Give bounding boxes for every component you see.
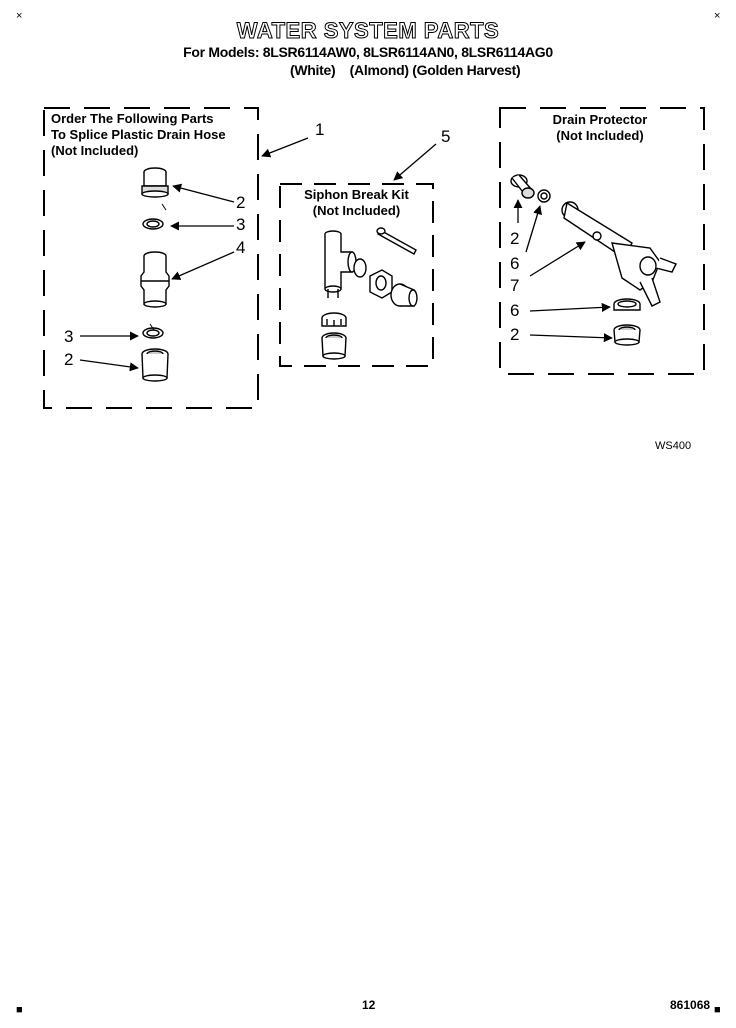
siphon-tee [324,230,357,298]
drain-header-line2: (Not Included) [556,128,644,143]
siphon-box-header: Siphon Break Kit (Not Included) [280,187,433,219]
splice-clamp-bottom [142,327,164,339]
callout-splice-3-bottom: 3 [64,327,74,346]
splice-clamp-top [142,218,164,230]
siphon-tie-strap [376,227,417,255]
drain-protector-box [499,107,705,375]
doc-number: 861068 [670,998,711,1012]
callout-splice-2-bottom: 2 [64,350,74,369]
drain-cap-2 [613,324,641,346]
callout-drain-7: 7 [510,276,520,295]
drain-adapter-small [510,174,535,199]
drain-ring-small [537,189,551,203]
siphon-nut-2 [369,269,393,299]
page-title: WATER SYSTEM PARTS [236,18,500,44]
siphon-cap [321,332,347,360]
callout-splice-4: 4 [236,238,246,257]
callout-splice-2-top: 2 [236,193,246,212]
callout-drain-6-top: 6 [510,254,520,273]
diagram-code: WS400 [655,440,692,452]
splice-adapter-top [141,167,169,198]
callout-drain-6-bottom: 6 [510,301,520,320]
corner-mark-bottom-left: ■ [16,1004,23,1016]
siphon-nut-1 [353,258,367,278]
callout-splice-3-top: 3 [236,215,246,234]
colors-line: (White) (Almond) (Golden Harvest) [290,62,521,78]
splice-header-line1: Order The Following Parts [51,111,214,126]
corner-mark-top-left: × [16,10,23,22]
splice-parts-box [43,107,259,409]
siphon-fitting [390,283,418,307]
drain-ring-6 [613,298,641,311]
splice-coupling [140,251,170,308]
callout-drain-2-top: 2 [510,229,520,248]
page-number: 12 [362,998,376,1012]
siphon-header-line1: Siphon Break Kit [304,187,409,202]
splice-header-line2: To Splice Plastic Drain Hose [51,127,226,142]
callout-drain-2-bottom: 2 [510,325,520,344]
corner-mark-bottom-right: ■ [714,1004,721,1016]
splice-adapter-bottom [141,348,169,382]
corner-mark-top-right: × [714,10,721,22]
splice-box-header: Order The Following Parts To Splice Plas… [51,111,226,159]
drain-protector-body [561,201,677,307]
siphon-clamp [321,312,347,327]
callout-1: 1 [315,120,325,139]
siphon-break-box [279,183,434,367]
drain-header-line1: Drain Protector [552,112,648,127]
models-line: For Models: 8LSR6114AW0, 8LSR6114AN0, 8L… [183,44,553,60]
splice-header-line3: (Not Included) [51,143,139,158]
siphon-header-line2: (Not Included) [312,203,401,218]
drain-box-header: Drain Protector (Not Included) [520,112,680,144]
callout-5: 5 [441,127,451,146]
